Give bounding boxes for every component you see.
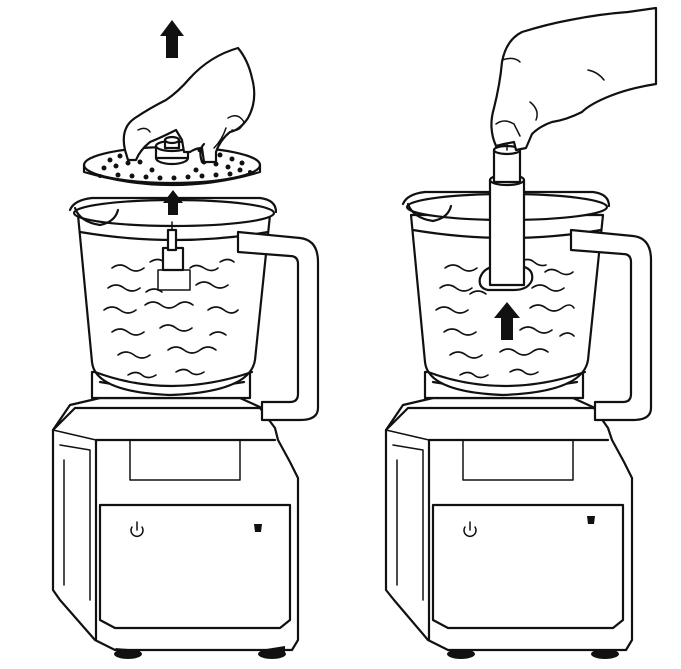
arrow-up-top-left — [160, 20, 184, 58]
processed-food-right — [435, 258, 575, 379]
hand-left — [122, 46, 256, 164]
cup-icon[interactable] — [254, 524, 262, 532]
drive-spindle[interactable] — [478, 139, 534, 292]
cup-icon[interactable] — [587, 516, 595, 524]
power-icon[interactable] — [130, 521, 144, 537]
panel-right — [384, 6, 658, 659]
spindle-stub-left — [157, 221, 191, 291]
hand-right — [490, 6, 658, 152]
slicing-disc[interactable] — [82, 135, 262, 187]
bowl-left — [68, 196, 320, 422]
processed-food-left — [103, 258, 239, 379]
power-icon[interactable] — [463, 521, 477, 537]
panel-left — [51, 20, 320, 659]
arrow-up-center-left — [163, 190, 183, 215]
arrow-up-right — [494, 302, 520, 340]
